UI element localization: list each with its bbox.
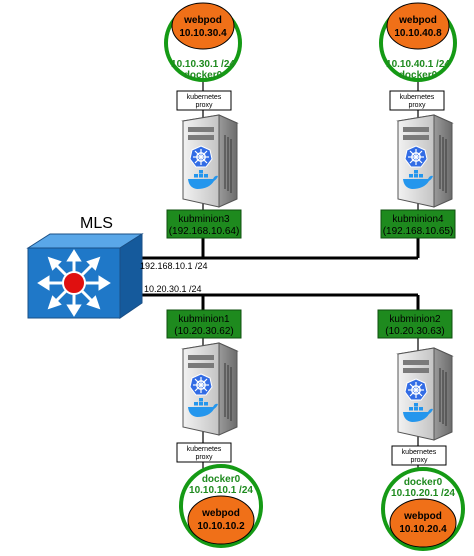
- server-icon[interactable]: [397, 114, 453, 208]
- minion-ip: (192.168.10.65): [383, 226, 454, 237]
- minion-name: kubminion3: [178, 214, 230, 225]
- docker-name: docker0: [404, 477, 443, 488]
- docker-ip: 10.10.40.1 /24: [386, 59, 450, 70]
- proxy-label-line2: proxy: [195, 102, 213, 109]
- mls-switch[interactable]: MLS 192.168.10.1 /24 10.20.30.1 /24: [26, 215, 208, 319]
- network-links: [135, 78, 420, 472]
- proxy-label-line2: proxy: [195, 454, 213, 461]
- webpod-circle[interactable]: [187, 495, 255, 545]
- network-switch-icon: [26, 233, 144, 319]
- server-icon[interactable]: [182, 114, 238, 208]
- webpod-circle[interactable]: [386, 2, 450, 50]
- minion-name: kubminion4: [392, 214, 444, 225]
- kube-proxy-box[interactable]: [389, 90, 445, 111]
- pod-ip: 10.10.30.4: [179, 28, 227, 39]
- minion-label-box[interactable]: [380, 209, 456, 239]
- minion-label-box[interactable]: [377, 309, 453, 339]
- proxy-label-line2: proxy: [410, 457, 428, 464]
- kube-proxy-box[interactable]: [391, 445, 447, 466]
- pod-ip: 10.10.20.4: [399, 524, 447, 535]
- proxy-label-line1: kubernetes: [400, 94, 435, 101]
- interface-label-upper: 192.168.10.1 /24: [140, 261, 208, 271]
- minion-label-box[interactable]: [166, 209, 242, 239]
- docker-ip: 10.10.20.1 /24: [391, 488, 455, 499]
- pod-name: webpod: [403, 511, 442, 522]
- switch-label: MLS: [80, 215, 113, 232]
- docker-ip: 10.10.30.1 /24: [171, 59, 235, 70]
- minion-ip: (10.20.30.62): [174, 326, 234, 337]
- minion-name: kubminion1: [178, 314, 230, 325]
- minion-ip: (10.20.30.63): [385, 326, 445, 337]
- docker-name: docker0: [399, 70, 438, 81]
- proxy-label-line2: proxy: [408, 102, 426, 109]
- minion-label-box[interactable]: [166, 309, 242, 339]
- interface-label-lower: 10.20.30.1 /24: [144, 284, 202, 294]
- server-icon[interactable]: [182, 342, 238, 436]
- node-kubminion4: webpod 10.10.40.8 10.10.40.1 /24 docker0…: [379, 2, 457, 239]
- proxy-label-line1: kubernetes: [402, 449, 437, 456]
- minion-ip: (192.168.10.64): [169, 226, 240, 237]
- docker-name: docker0: [184, 70, 223, 81]
- pod-name: webpod: [398, 15, 437, 26]
- pod-ip: 10.10.10.2: [197, 521, 245, 532]
- pod-name: webpod: [201, 508, 240, 519]
- server-icon[interactable]: [397, 347, 453, 441]
- docker-ip: 10.10.10.1 /24: [189, 485, 253, 496]
- proxy-label-line1: kubernetes: [187, 94, 222, 101]
- kube-proxy-box[interactable]: [176, 90, 232, 111]
- pod-name: webpod: [183, 15, 222, 26]
- pod-ip: 10.10.40.8: [394, 28, 442, 39]
- node-kubminion3: webpod 10.10.30.4 10.10.30.1 /24 docker0…: [164, 2, 242, 239]
- proxy-label-line1: kubernetes: [187, 446, 222, 453]
- webpod-circle[interactable]: [171, 2, 235, 50]
- docker-name: docker0: [202, 474, 241, 485]
- node-kubminion2: kubminion2 (10.20.30.63) kubernetes prox…: [377, 309, 465, 551]
- node-kubminion1: kubminion1 (10.20.30.62) kubernetes prox…: [166, 309, 263, 548]
- minion-name: kubminion2: [389, 314, 441, 325]
- kube-proxy-box[interactable]: [176, 442, 232, 463]
- webpod-circle[interactable]: [389, 498, 457, 548]
